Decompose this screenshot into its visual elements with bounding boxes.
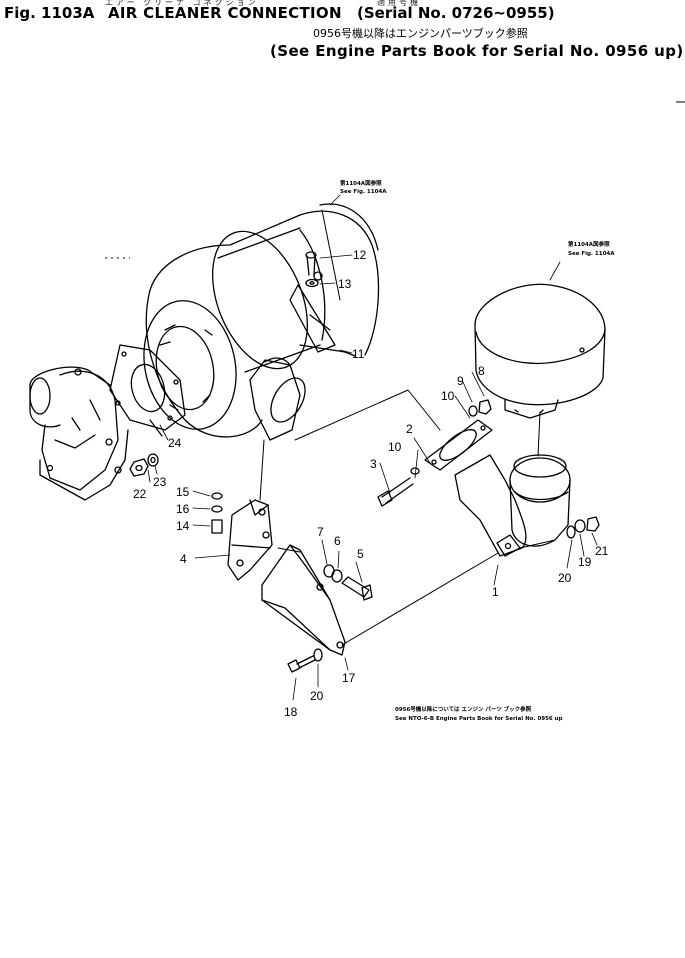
callout-5: 5: [357, 547, 364, 561]
callout-14: 14: [176, 519, 190, 533]
callout-15: 15: [176, 485, 190, 499]
clamp-band: [289, 284, 356, 357]
title-japanese: エアー クリーナ コネクション: [105, 0, 259, 7]
serial-japanese: 適用号機: [377, 0, 421, 7]
turbocharger-housing: [29, 366, 129, 501]
callout-24: 24: [168, 436, 182, 450]
callout-13: 13: [338, 277, 352, 291]
bolt-and-washer-3-10: [377, 467, 420, 507]
cleaner-outlet: [249, 357, 306, 441]
callout-21: 21: [595, 544, 609, 558]
bolt-and-washer-18-20: [287, 648, 323, 673]
bracket-4: [227, 499, 273, 581]
leader-lines: [147, 194, 598, 701]
bolt-and-washer-12-13: [305, 251, 319, 288]
air-cleaner-body: [143, 203, 380, 438]
ref-bottom-en: See NTO-6-B Engine Parts Book for Serial…: [395, 716, 563, 722]
figure-title: AIR CLEANER CONNECTION: [108, 4, 342, 22]
callout-3: 3: [370, 457, 377, 471]
callout-8: 8: [478, 364, 485, 378]
connection-lines: [259, 209, 556, 646]
callout-19: 19: [578, 555, 592, 569]
callout-12: 12: [353, 248, 367, 262]
ref-bottom-jp: 0956号機以降については エンジン パーツ ブック参照: [395, 705, 532, 713]
ref-fig1104-jp-b: 第1104A図参照: [568, 240, 610, 248]
callout-20b: 20: [310, 689, 324, 703]
nut-and-washer-22-23: [129, 453, 159, 477]
bracket-17: [261, 544, 346, 656]
callout-20a: 20: [558, 571, 572, 585]
washers-and-nut-19-21: [566, 516, 600, 539]
callout-2: 2: [406, 422, 413, 436]
figure-number: Fig. 1103A: [4, 4, 95, 22]
gasket-flange: [109, 344, 186, 437]
note-english: (See Engine Parts Book for Serial No. 09…: [270, 42, 684, 60]
note-japanese: 0956号機以降はエンジンパーツブック参照: [313, 27, 528, 40]
ref-fig1104-en-a: See Fig. 1104A: [340, 189, 387, 195]
nut-and-washer-8-9: [468, 399, 492, 417]
callout-16: 16: [176, 502, 190, 516]
bolt-and-washers-14-16: [211, 492, 223, 534]
callout-1: 1: [492, 585, 499, 599]
callout-11: 11: [352, 347, 365, 361]
callout-23: 23: [153, 475, 167, 489]
callout-4: 4: [180, 552, 187, 566]
gasket-plate-2: [424, 419, 493, 471]
callout-10b: 10: [388, 440, 402, 454]
bolt-and-washers-5-7: [323, 564, 373, 601]
callout-10a: 10: [441, 389, 455, 403]
callout-6: 6: [334, 534, 341, 548]
callout-17: 17: [342, 671, 356, 685]
callout-18: 18: [284, 705, 298, 719]
ref-fig1104-en-b: See Fig. 1104A: [568, 251, 615, 257]
ref-fig1104-jp-a: 第1104A図参照: [340, 179, 382, 187]
precleaner: [474, 283, 606, 419]
serial-range: (Serial No. 0726~0955): [357, 4, 555, 22]
callout-7: 7: [317, 525, 324, 539]
elbow-connector: [454, 454, 571, 557]
callout-9: 9: [457, 374, 464, 388]
callout-22: 22: [133, 487, 147, 501]
